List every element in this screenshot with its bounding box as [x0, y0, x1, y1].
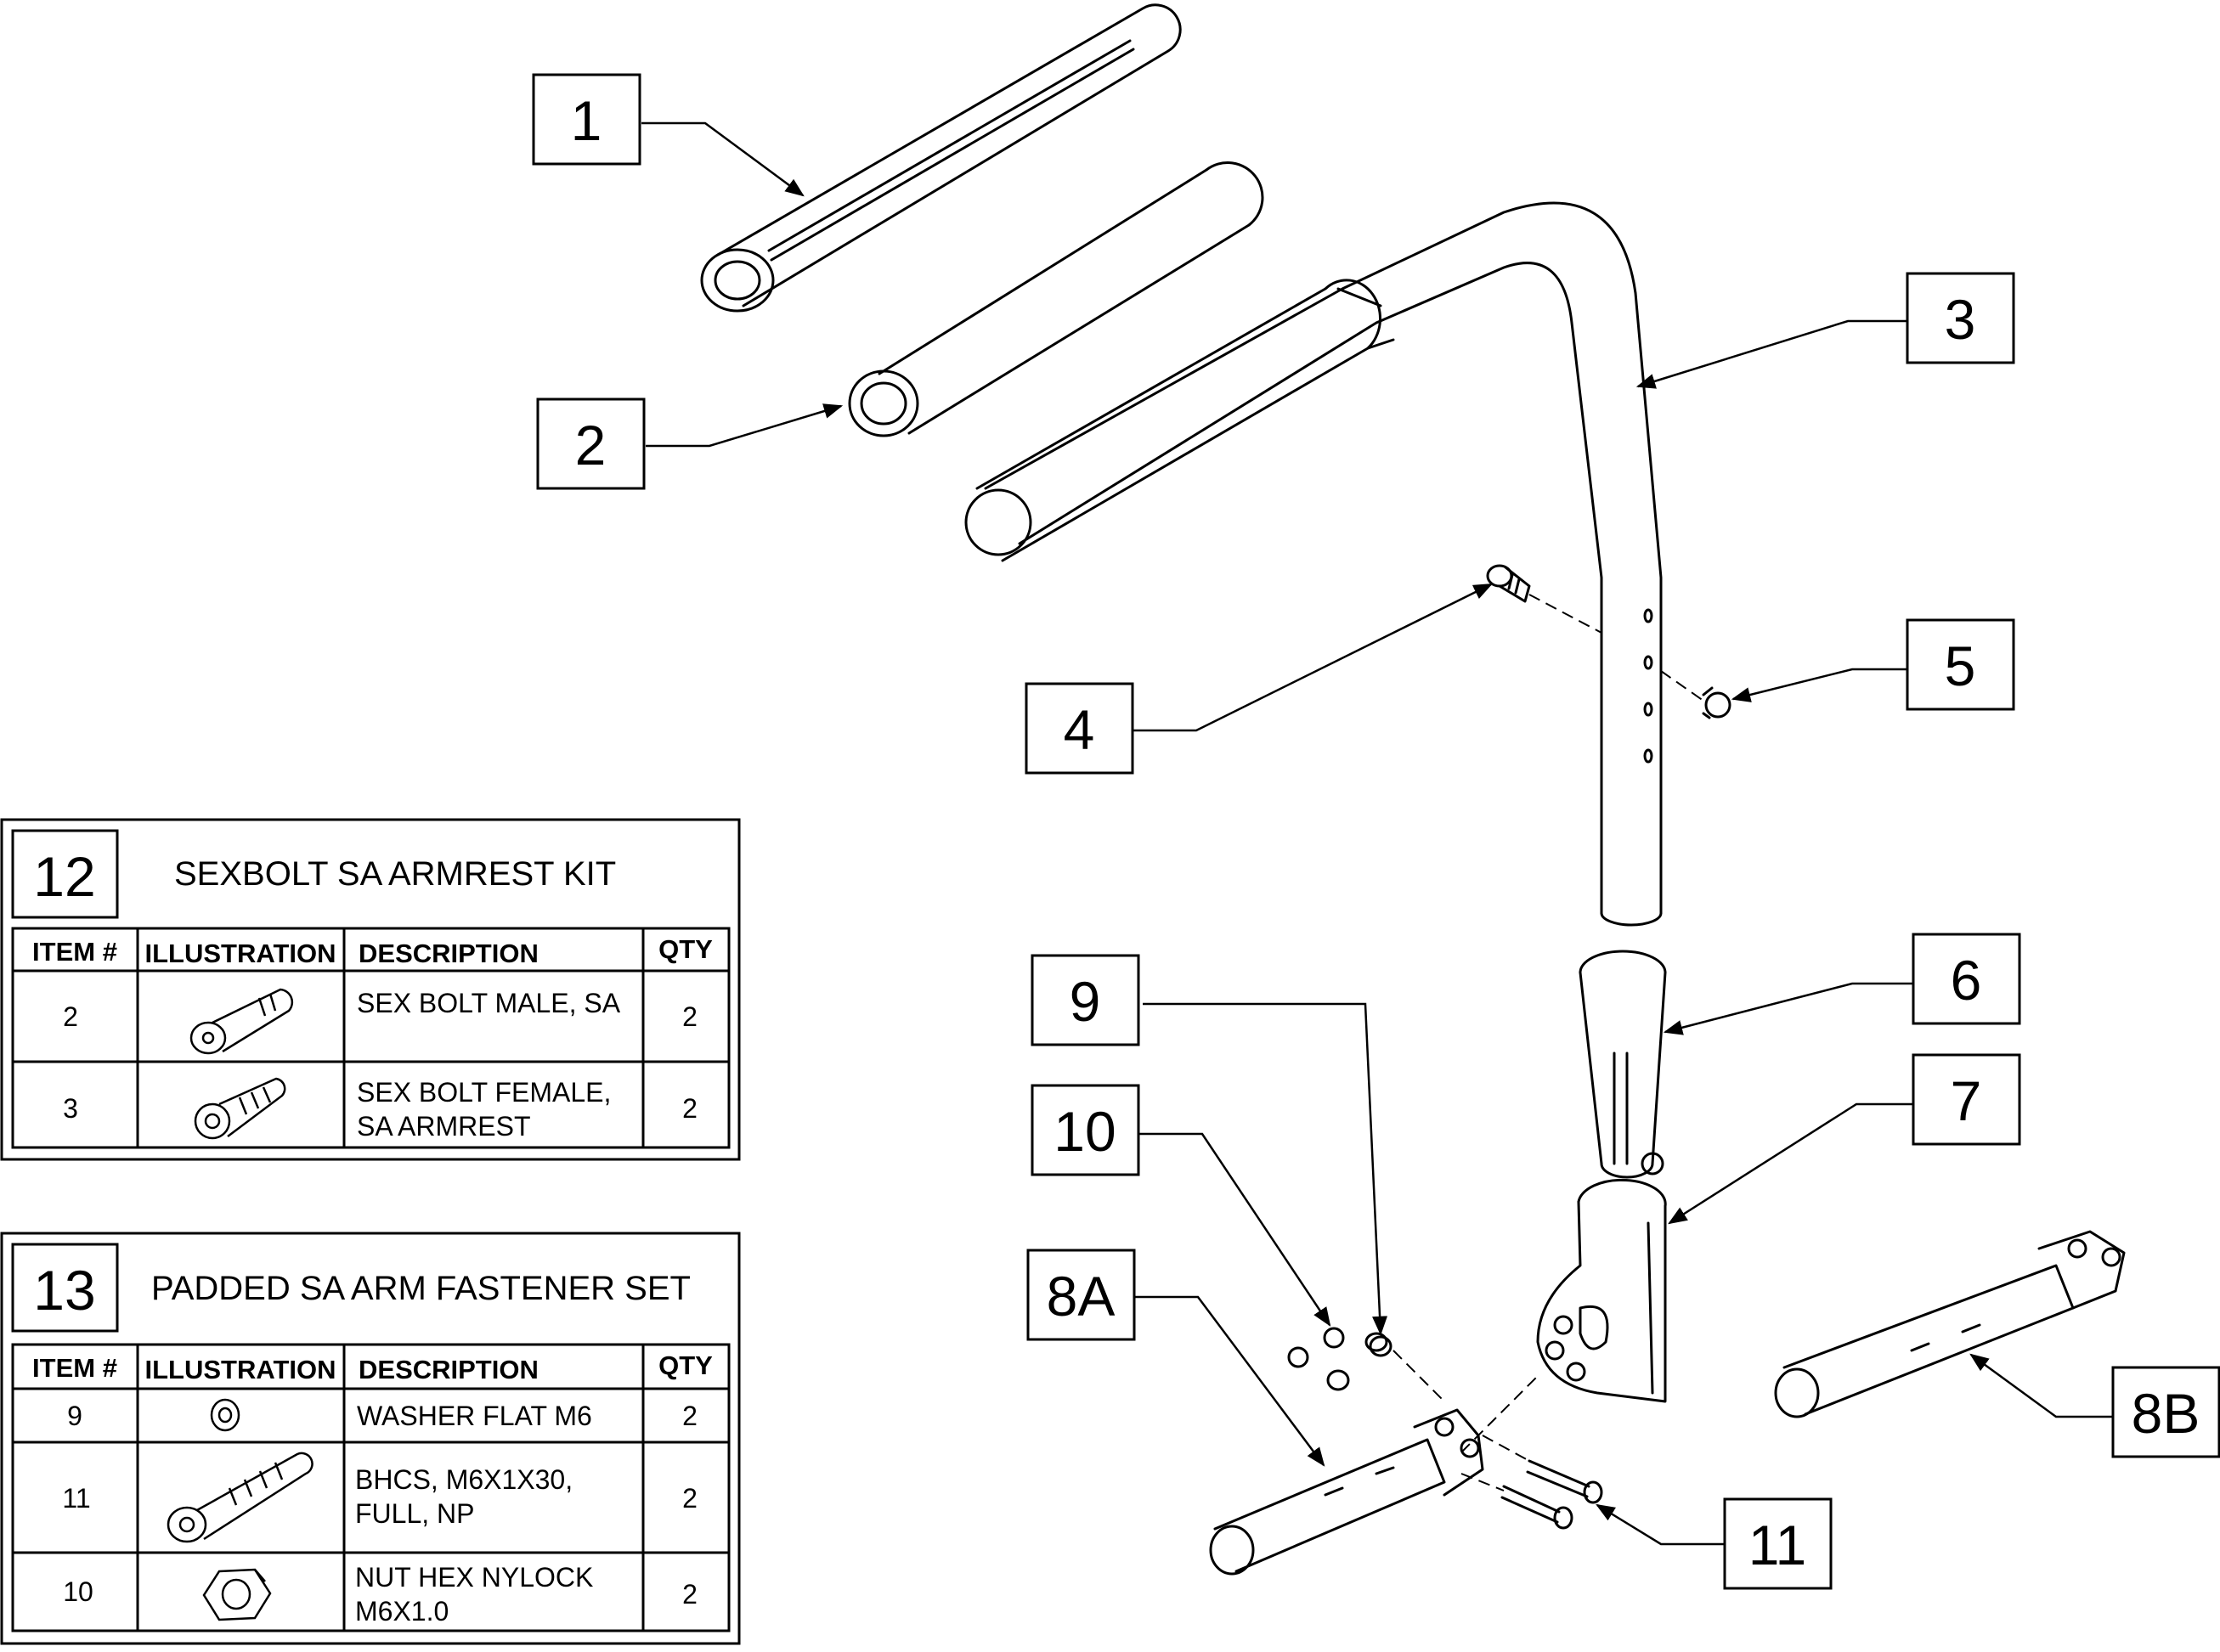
part-11-screws: [1500, 1459, 1603, 1530]
kit-13-row-2-description-line-2: FULL, NP: [355, 1498, 474, 1529]
part-4-sex-bolt-female: [1486, 564, 1531, 603]
kit-13-number: 13: [33, 1259, 95, 1322]
kit-13-header-illustration: ILLUSTRATION: [144, 1355, 336, 1384]
sex-bolt-male-icon: [189, 988, 294, 1055]
kit-12-row-1-item: 2: [63, 1001, 78, 1032]
table-row: 2 SEX BOLT MALE, SA 2: [63, 988, 698, 1055]
callout-9: 9: [1031, 954, 1140, 1046]
table-row: 3 SEX BOLT FEMALE, SA ARMREST 2: [63, 1077, 698, 1142]
button-head-screw-icon: [167, 1452, 314, 1543]
part-3-armrest-tube: [964, 201, 1663, 927]
callout-8b-label: 8B: [2132, 1382, 2200, 1445]
kit-13-header-description: DESCRIPTION: [359, 1355, 539, 1384]
kit-12-header-qty: QTY: [658, 934, 713, 964]
callout-9-label: 9: [1070, 970, 1101, 1033]
kit-12-row-2-item: 3: [63, 1093, 78, 1124]
callout-3-label: 3: [1945, 288, 1976, 351]
callout-10: 10: [1031, 1084, 1140, 1176]
table-row: 11 BHCS, M6X1X30, FULL, NP 2: [62, 1452, 698, 1543]
kit-12-header-item: ITEM #: [32, 937, 117, 967]
kit-12-row-1-description: SEX BOLT MALE, SA: [357, 988, 621, 1018]
hex-nylock-nut-icon: [202, 1568, 272, 1621]
kit-13-header-qty: QTY: [658, 1350, 713, 1380]
kit-13-row-1-description: WASHER FLAT M6: [357, 1401, 592, 1431]
kit-13-row-3-description-line-1: NUT HEX NYLOCK: [355, 1562, 593, 1593]
part-5-sex-bolt-male: [1702, 686, 1731, 719]
kit-13-row-3-description-line-2: M6X1.0: [355, 1596, 449, 1627]
kit-13-row-3-qty: 2: [682, 1579, 698, 1610]
part-6-clamp-sleeve: [1579, 950, 1667, 1179]
kit-12-row-2-description-line-2: SA ARMREST: [357, 1111, 531, 1142]
callout-11-label: 11: [1748, 1514, 1807, 1576]
callout-6-label: 6: [1951, 949, 1982, 1012]
kit-12-table: 12 SEXBOLT SA ARMREST KIT ITEM # ILLUSTR…: [0, 818, 741, 1161]
kit-13-row-1-qty: 2: [682, 1401, 698, 1431]
callout-5-label: 5: [1945, 634, 1976, 697]
callout-11: 11: [1723, 1497, 1833, 1590]
kit-12-row-2-qty: 2: [682, 1093, 698, 1124]
callout-8a: 8A: [1026, 1249, 1136, 1341]
sex-bolt-female-icon: [194, 1077, 286, 1140]
callout-2: 2: [536, 397, 646, 490]
kit-13-row-2-item: 11: [62, 1483, 90, 1514]
kit-13-row-1-item: 9: [67, 1401, 82, 1431]
part-1-slotted-tube: [700, 3, 1182, 313]
flat-washer-icon: [210, 1398, 240, 1432]
parts-9-10-washers-nuts: [1287, 1327, 1392, 1391]
part-7-mount-bracket: [1536, 1178, 1667, 1403]
callout-4-label: 4: [1064, 698, 1095, 761]
callout-1: 1: [532, 73, 641, 166]
callout-7: 7: [1912, 1053, 2021, 1146]
callout-4: 4: [1025, 682, 1134, 775]
callout-6: 6: [1912, 933, 2021, 1025]
part-8b-height-post: [1774, 1230, 2126, 1418]
kit-12-number: 12: [33, 845, 95, 908]
kit-12-row-1-qty: 2: [682, 1001, 698, 1032]
callout-8a-label: 8A: [1047, 1265, 1116, 1328]
callout-8b: 8B: [2111, 1366, 2220, 1458]
kit-13-title: PADDED SA ARM FASTENER SET: [151, 1270, 691, 1307]
table-row: 10 NUT HEX NYLOCK M6X1.0 2: [63, 1562, 698, 1627]
callout-3: 3: [1906, 272, 2015, 364]
kit-13-row-3-item: 10: [63, 1576, 93, 1607]
part-2-foam-pad: [848, 161, 1264, 437]
callout-2-label: 2: [575, 414, 607, 476]
part-8a-height-post: [1209, 1408, 1484, 1576]
callout-5: 5: [1906, 618, 2015, 711]
kit-12-header-illustration: ILLUSTRATION: [144, 939, 336, 968]
kit-13-header-item: ITEM #: [32, 1353, 117, 1383]
callout-7-label: 7: [1951, 1069, 1982, 1132]
kit-13-row-2-qty: 2: [682, 1483, 698, 1514]
kit-12-row-2-description-line-1: SEX BOLT FEMALE,: [357, 1077, 611, 1108]
kit-13-row-2-description-line-1: BHCS, M6X1X30,: [355, 1464, 573, 1495]
callout-10-label: 10: [1054, 1100, 1116, 1163]
kit-12-header-description: DESCRIPTION: [359, 939, 539, 968]
callout-1-label: 1: [571, 89, 602, 152]
table-row: 9 WASHER FLAT M6 2: [67, 1398, 698, 1432]
kit-13-table: 13 PADDED SA ARM FASTENER SET ITEM # ILL…: [0, 1232, 741, 1645]
kit-12-title: SEXBOLT SA ARMREST KIT: [174, 855, 616, 893]
